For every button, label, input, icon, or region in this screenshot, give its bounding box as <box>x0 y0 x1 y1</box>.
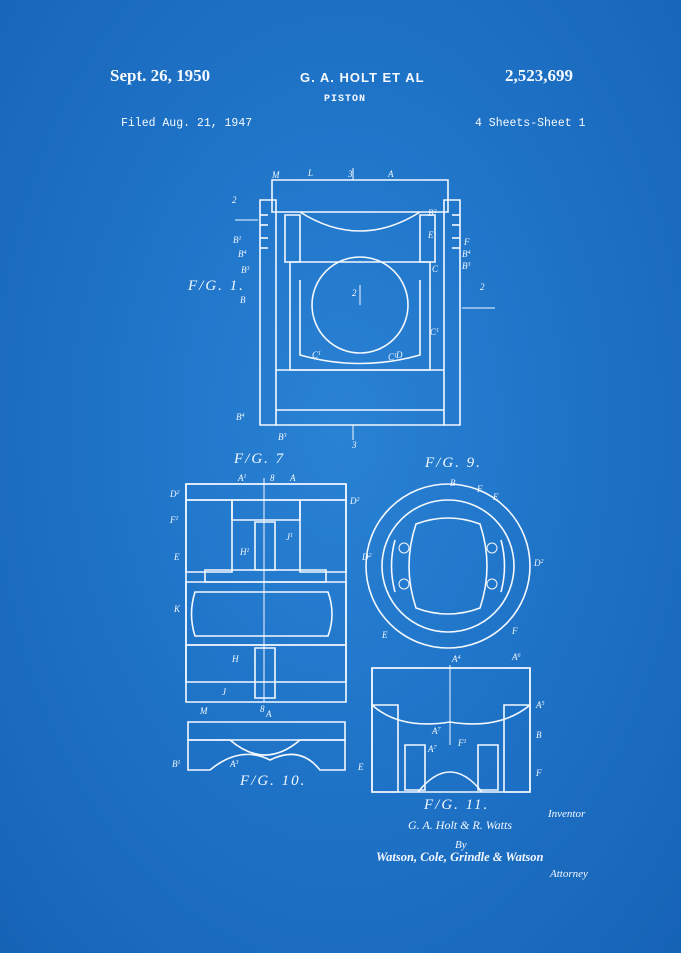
inventor-label: Inventor <box>548 808 586 820</box>
svg-text:H1: H1 <box>239 547 250 557</box>
svg-text:M: M <box>199 706 208 716</box>
svg-text:A: A <box>387 169 394 179</box>
svg-text:J: J <box>222 687 227 697</box>
svg-text:B3: B3 <box>241 265 250 275</box>
svg-text:F: F <box>511 626 518 636</box>
svg-text:A6: A6 <box>511 652 521 662</box>
svg-text:E: E <box>173 552 180 562</box>
svg-text:C: C <box>432 264 439 274</box>
sheet-info: 4 Sheets-Sheet 1 <box>475 117 586 130</box>
svg-text:D2: D2 <box>361 552 372 562</box>
svg-text:8: 8 <box>260 704 265 714</box>
svg-text:E: E <box>381 630 388 640</box>
svg-text:B1: B1 <box>172 759 181 769</box>
svg-text:C1: C1 <box>388 352 397 362</box>
svg-text:C1: C1 <box>430 327 439 337</box>
svg-text:A5: A5 <box>535 700 545 710</box>
svg-text:D2: D2 <box>533 558 544 568</box>
svg-text:J1: J1 <box>286 532 293 542</box>
svg-text:A: A <box>265 709 272 719</box>
svg-text:B: B <box>240 295 246 305</box>
svg-text:B4: B4 <box>236 412 245 422</box>
attorney-signature: Watson, Cole, Grindle & Watson <box>376 850 544 864</box>
svg-text:C1: C1 <box>312 350 321 360</box>
fig7-label: F/G. 7 <box>234 451 286 467</box>
svg-text:D: D <box>395 350 403 360</box>
svg-text:8: 8 <box>270 473 275 483</box>
svg-text:3: 3 <box>351 440 357 450</box>
patent-number: 2,523,699 <box>505 66 573 85</box>
svg-text:B: B <box>536 730 542 740</box>
fig11-label: F/G. 11. <box>424 797 490 813</box>
svg-text:F1: F1 <box>457 738 467 748</box>
patent-date: Sept. 26, 1950 <box>110 66 211 85</box>
svg-text:E: E <box>492 492 499 502</box>
svg-text:K: K <box>173 604 181 614</box>
svg-text:B2: B2 <box>428 208 437 218</box>
svg-text:E: E <box>357 762 364 772</box>
svg-text:A1: A1 <box>237 473 247 483</box>
svg-text:F: F <box>535 768 542 778</box>
svg-text:3: 3 <box>347 169 353 179</box>
by-label: By <box>455 839 467 851</box>
svg-text:E: E <box>427 230 434 240</box>
svg-text:B4: B4 <box>462 249 471 259</box>
svg-text:L: L <box>307 168 313 178</box>
svg-text:F: F <box>476 484 483 494</box>
svg-text:M: M <box>271 170 280 180</box>
svg-text:H: H <box>231 654 239 664</box>
svg-text:B4: B4 <box>238 249 247 259</box>
svg-text:F: F <box>463 237 470 247</box>
svg-text:A: A <box>289 473 296 483</box>
inventor-signature: G. A. Holt & R. Watts <box>408 818 513 832</box>
fig11-drawing: A4 A6 A5 B A7 F1 A7 F E <box>357 652 545 793</box>
svg-text:A4: A4 <box>451 654 461 664</box>
svg-text:B3: B3 <box>278 432 287 442</box>
svg-text:B1: B1 <box>233 235 242 245</box>
fig10-label: F/G. 10. <box>240 773 307 789</box>
svg-text:2: 2 <box>480 282 485 292</box>
svg-text:A7: A7 <box>427 744 438 754</box>
filed-date: Filed Aug. 21, 1947 <box>121 117 253 130</box>
fig10-drawing: M A B1 A3 <box>172 706 346 771</box>
svg-text:A7: A7 <box>431 726 442 736</box>
svg-text:F1: F1 <box>169 515 179 525</box>
svg-text:A3: A3 <box>229 759 239 769</box>
patent-subject: PISTON <box>324 94 367 105</box>
svg-text:2: 2 <box>232 195 237 205</box>
fig7-drawing: A1 8 A D2 D2 F1 J1 H1 E K H J 8 <box>169 473 360 714</box>
fig9-label: F/G. 9. <box>425 455 482 471</box>
svg-text:2: 2 <box>352 288 357 298</box>
inventor-names: G. A. HOLT ET AL <box>300 70 425 85</box>
svg-text:D2: D2 <box>169 489 180 499</box>
svg-text:D2: D2 <box>349 496 360 506</box>
attorney-label: Attorney <box>550 868 588 880</box>
svg-text:B3: B3 <box>462 261 471 271</box>
fig1-label: F/G. 1. <box>188 278 245 294</box>
svg-text:B: B <box>450 478 456 488</box>
